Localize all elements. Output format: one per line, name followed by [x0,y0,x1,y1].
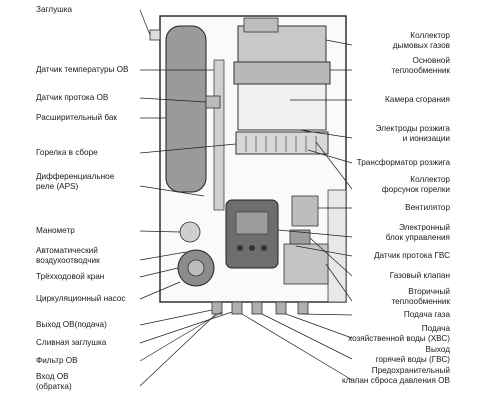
flow-sensor-shape [205,95,221,109]
burner-shape [235,131,329,155]
label-ignition-electrodes: Электроды розжига и ионизации [375,124,450,143]
label-gas-valve: Газовый клапан [389,271,450,280]
display-panel [235,211,269,235]
leader-line [299,129,353,139]
flue-outlet [243,17,279,33]
ch-pipe [213,59,225,211]
main-exchanger-shape [233,61,331,85]
expansion-tank-shape [165,25,207,193]
label-expansion-tank: Расширительный бак [36,113,117,122]
leader-line [139,97,207,103]
leader-line [261,313,353,360]
leader-line [309,237,353,277]
label-gas-supply: Подача газа [403,310,450,319]
label-drain-plug: Сливная заглушка [36,338,107,347]
label-burner-nozzle-collector: Коллектор форсунок горелки [381,175,450,194]
combustion-chamber-shape [237,83,327,131]
label-plug-top: Заглушка [36,5,73,14]
leader-line [325,39,353,46]
label-auto-air-vent: Автоматический воздухоотводчик [36,246,100,265]
label-circulation-pump: Циркуляционный насос [36,294,126,303]
leader-line [139,9,151,36]
leader-line [277,229,353,238]
label-manometer: Манометр [36,226,75,235]
leader-line [285,313,353,339]
label-ignition-transformer: Трансформатор розжига [356,158,450,167]
leader-line [307,149,353,164]
leader-line [139,313,217,387]
secondary-exchanger-shape [283,243,329,285]
leader-line [139,267,179,278]
leader-line [325,263,353,302]
label-ch-filter: Фильтр ОВ [36,356,78,365]
top-plug [149,29,161,41]
label-ch-outlet: Выход ОВ(подача) [36,320,107,329]
label-ch-inlet: Вход ОВ (обратка) [36,372,72,391]
leader-line [241,313,353,381]
label-dhw-outlet: Выход горячей воды (ГВС) [375,345,450,364]
label-fan: Вентилятор [405,203,450,212]
bottom-connections [211,301,309,315]
leader-line [139,251,187,261]
label-combustion-chamber: Камера сгорания [385,95,450,104]
label-cold-water-supply: Подача хозяйственной воды (ХВС) [348,324,450,343]
leader-line [139,311,223,362]
leader-line [302,313,353,316]
label-dhw-flow-sensor: Датчик протока ГВС [373,251,450,260]
gas-valve-shape [289,229,311,245]
label-flue-collector: Коллектор дымовых газов [392,31,450,50]
leader-line [139,185,205,197]
leader-line [139,281,181,300]
fan-shape [291,195,319,227]
label-three-way-valve: Трёхходовой кран [36,272,105,281]
label-control-unit: Электронный блок управления [385,223,450,242]
label-safety-valve: Предохранительный клапан сброса давления… [341,366,450,385]
side-rail [327,189,347,303]
label-secondary-heat-exchanger: Вторичный теплообменник [391,287,450,306]
label-burner-assembly: Горелка в сборе [36,148,98,157]
leader-line [139,309,213,326]
label-ch-temp-sensor: Датчик температуры ОВ [36,65,129,74]
leader-line [315,141,353,190]
leader-line [139,143,237,154]
leader-line [139,230,181,233]
manometer-shape [179,221,201,243]
label-aps-relay: Дифференциальное реле (APS) [36,172,115,191]
label-main-heat-exchanger: Основной теплообменник [391,56,450,75]
leader-line [139,311,233,344]
label-ch-flow-sensor: Датчик протока ОВ [36,93,109,102]
